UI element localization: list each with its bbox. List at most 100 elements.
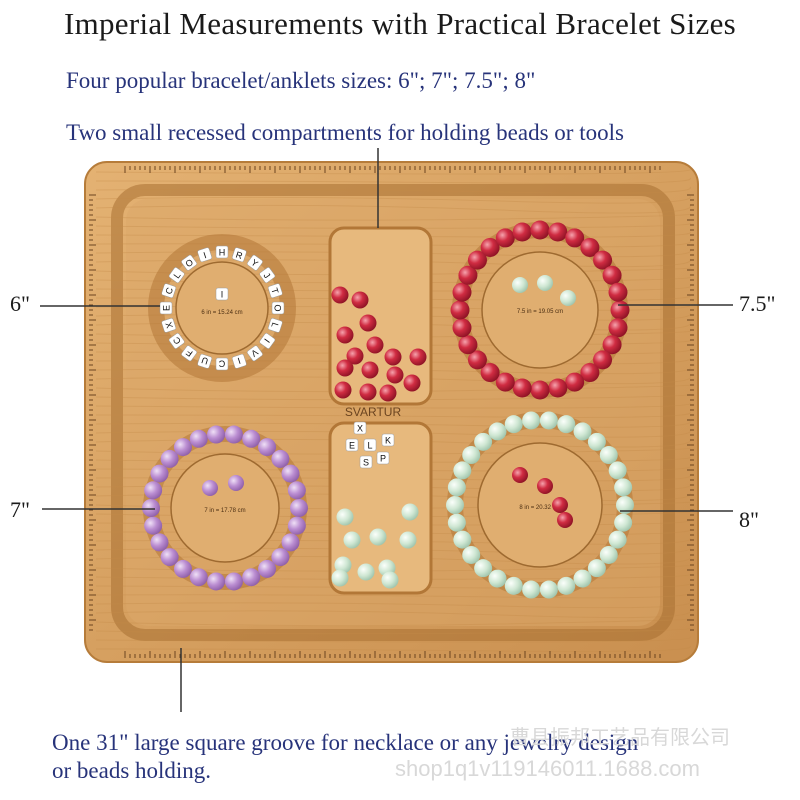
- grain-line: [95, 393, 691, 401]
- letter-bead-body: [161, 318, 177, 333]
- red-bead: [495, 372, 515, 392]
- letter-bead-body: [215, 245, 229, 259]
- grain-line: [95, 204, 691, 214]
- mint-bead: [474, 559, 493, 578]
- grain-line: [95, 636, 691, 643]
- grain-line: [95, 609, 691, 619]
- letter-bead-glyph: C: [218, 358, 225, 368]
- red-bead: [530, 380, 550, 400]
- circle-6in-label: 6 in = 15.24 cm: [201, 310, 242, 316]
- grain-line: [95, 348, 691, 355]
- red-bead: [602, 265, 622, 285]
- mint-bead: [474, 432, 493, 451]
- mint-bead: [614, 478, 633, 497]
- letter-bead-body: [168, 333, 185, 349]
- letter-bead-body: [259, 333, 276, 349]
- grain-line: [95, 600, 691, 609]
- red-bead: [467, 250, 487, 270]
- mint-bead: [453, 461, 472, 480]
- red-bead: [610, 300, 630, 320]
- letter-bead-body: [161, 283, 177, 298]
- purple-bead: [258, 438, 277, 457]
- red-bead: [512, 222, 532, 242]
- mint-bead: [560, 290, 576, 306]
- red-bead: [336, 359, 354, 377]
- purple-bead: [173, 438, 192, 457]
- letter-bead-body: [181, 254, 197, 271]
- size-label-6in: 6": [10, 291, 30, 316]
- letter-bead: O: [271, 301, 285, 315]
- letter-bead-body: [159, 301, 173, 315]
- purple-bead: [242, 568, 261, 587]
- red-bead: [458, 335, 478, 355]
- mint-bead: [573, 422, 592, 441]
- letter-bead: H: [215, 245, 229, 259]
- grain-line: [95, 186, 691, 194]
- circle-75in-label: 7.5 in = 19.05 cm: [517, 309, 563, 315]
- letter-bead-glyph: H: [219, 247, 226, 257]
- red-bead: [351, 291, 369, 309]
- red-bead: [537, 478, 553, 494]
- letter-bead-glyph: T: [269, 287, 280, 296]
- red-bead: [452, 318, 472, 338]
- grain-line: [95, 231, 691, 238]
- letter-bead: I: [232, 353, 247, 369]
- purple-bead: [242, 429, 261, 448]
- red-bead: [608, 282, 628, 302]
- letter-bead-body: [381, 433, 395, 447]
- red-bead: [450, 300, 470, 320]
- mint-bead: [488, 422, 507, 441]
- letter-bead: I: [215, 287, 229, 301]
- mint-bead: [599, 545, 618, 564]
- letter-bead: E: [345, 438, 359, 452]
- letter-bead-body: [247, 254, 263, 271]
- watermark-company: 曹县振邦工艺品有限公司: [510, 727, 730, 749]
- letter-bead-glyph: I: [202, 250, 207, 260]
- red-bead: [548, 378, 568, 398]
- red-bead: [593, 350, 613, 370]
- mint-bead: [331, 569, 349, 587]
- beads: [142, 220, 634, 599]
- red-bead: [530, 220, 550, 240]
- letter-bead: C: [215, 357, 229, 371]
- purple-bead: [207, 425, 226, 444]
- mint-bead: [446, 496, 464, 514]
- caption-sizes: Four popular bracelet/anklets sizes: 6";…: [66, 68, 536, 93]
- purple-bead: [224, 425, 243, 444]
- letter-bead-glyph: I: [262, 337, 272, 345]
- mint-bead: [616, 496, 634, 514]
- circle-6in: 6 in = 15.24 cm: [148, 234, 296, 382]
- letter-bead: X: [161, 318, 177, 333]
- purple-bead: [224, 572, 243, 591]
- letter-bead-glyph: L: [367, 441, 372, 451]
- mint-bead: [336, 508, 354, 526]
- purple-bead: [144, 516, 163, 535]
- red-bead: [495, 228, 515, 248]
- mint-bead: [608, 530, 627, 549]
- mint-bead: [401, 503, 419, 521]
- letter-bead: J: [259, 267, 276, 283]
- red-bead: [366, 336, 384, 354]
- letter-bead-body: [353, 421, 367, 435]
- mint-bead: [522, 580, 541, 599]
- grain-line: [95, 195, 691, 204]
- mint-bead: [614, 513, 633, 532]
- purple-bead: [189, 568, 208, 587]
- circle-8in-label: 8 in = 20.32 cm: [519, 505, 560, 511]
- compartment-bottom: [328, 421, 433, 595]
- mint-bead: [557, 415, 576, 434]
- letter-bead-glyph: L: [172, 270, 183, 280]
- letter-bead: V: [247, 345, 263, 362]
- letter-bead-glyph: E: [161, 305, 171, 311]
- red-bead: [593, 250, 613, 270]
- mint-bead: [539, 580, 558, 599]
- mint-bead: [539, 411, 558, 430]
- mint-bead: [557, 576, 576, 595]
- letter-bead-glyph: S: [363, 458, 369, 468]
- mint-bead: [369, 528, 387, 546]
- mint-bead: [447, 513, 466, 532]
- letter-bead-body: [376, 451, 390, 465]
- letter-bead-body: [359, 455, 373, 469]
- ruler-ticks: [89, 166, 694, 658]
